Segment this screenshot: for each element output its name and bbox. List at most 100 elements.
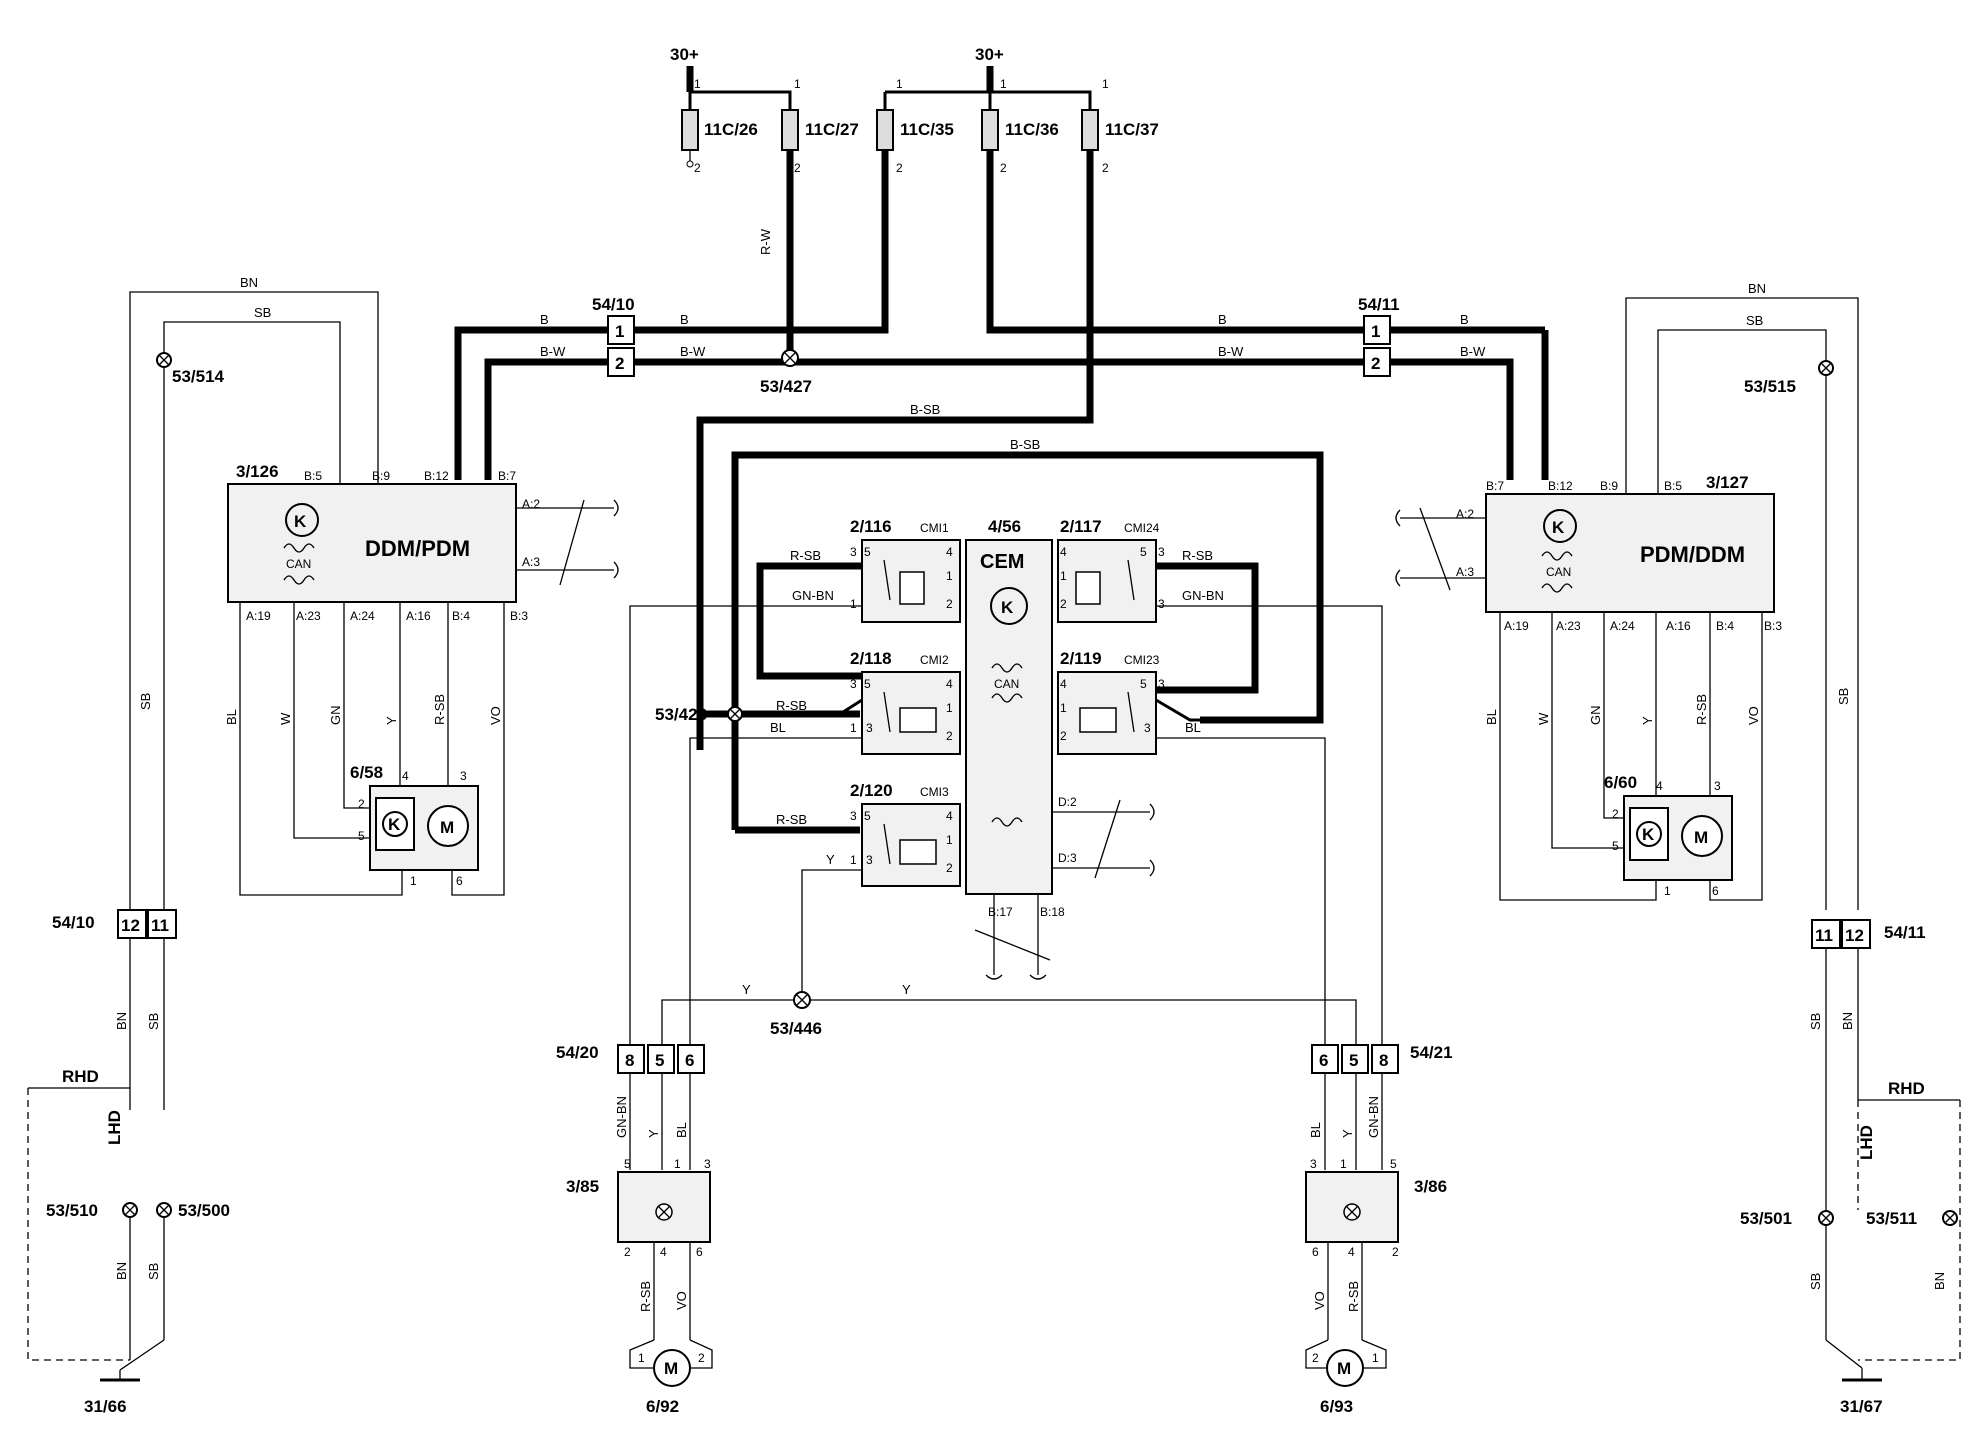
motor-6-60-label: 6/60 <box>1604 773 1637 792</box>
svg-text:2: 2 <box>946 597 953 611</box>
svg-text:B: B <box>680 312 689 327</box>
fuse-11c26: 11C/26 1 2 <box>681 77 758 175</box>
relay-2-119: 2/119 CMI23 4 5 1 2 3 3 <box>1057 649 1165 755</box>
fuse-label-11c36: 11C/36 <box>1005 120 1059 139</box>
svg-text:K: K <box>1001 598 1014 617</box>
fuse-11c36: 11C/36 1 2 <box>981 77 1059 175</box>
svg-text:BN: BN <box>240 275 258 290</box>
svg-text:3/85: 3/85 <box>566 1177 599 1196</box>
motor-6-58-label: 6/58 <box>350 763 383 782</box>
connector-54-11-label: 54/11 <box>1358 295 1400 314</box>
module-pdm-name: PDM/DDM <box>1640 542 1745 567</box>
svg-text:3: 3 <box>704 1157 711 1171</box>
svg-text:2: 2 <box>946 729 953 743</box>
svg-text:BN: BN <box>114 1262 129 1280</box>
svg-text:5: 5 <box>1349 1051 1358 1070</box>
svg-text:B-W: B-W <box>680 344 706 359</box>
relay-2-120: 2/120 CMI3 5 4 1 2 3 1 3 <box>850 781 961 887</box>
relay-2-117: 2/117 CMI24 4 5 1 2 3 3 <box>1057 517 1165 623</box>
splice-53-446: 53/446 <box>770 991 822 1038</box>
svg-text:RHD: RHD <box>62 1067 99 1086</box>
power-label-left: 30+ <box>670 45 699 64</box>
svg-text:5: 5 <box>864 809 871 823</box>
svg-text:3: 3 <box>866 853 873 867</box>
ddm-can-ties <box>516 499 619 586</box>
svg-text:BN: BN <box>1748 281 1766 296</box>
svg-text:R-SB: R-SB <box>790 548 821 563</box>
svg-text:1: 1 <box>896 77 903 91</box>
svg-text:BL: BL <box>770 720 786 735</box>
svg-text:GN-BN: GN-BN <box>1182 588 1224 603</box>
svg-text:53/510: 53/510 <box>46 1201 98 1220</box>
switch-3-85: 3/85 5 1 3 2 4 6 R-SB VO <box>566 1157 711 1340</box>
svg-text:BN: BN <box>114 1012 129 1030</box>
motor-6-60: 6/60 K M 2 5 4 3 1 6 <box>1604 773 1733 898</box>
svg-text:2: 2 <box>1612 807 1619 821</box>
svg-text:CMI2: CMI2 <box>920 653 949 667</box>
svg-text:8: 8 <box>1379 1051 1388 1070</box>
svg-text:4: 4 <box>946 677 953 691</box>
svg-text:5: 5 <box>1140 677 1147 691</box>
svg-text:CMI24: CMI24 <box>1124 521 1160 535</box>
svg-text:A:16: A:16 <box>1666 619 1691 633</box>
svg-text:B-SB: B-SB <box>1010 437 1040 452</box>
svg-text:B-W: B-W <box>1218 344 1244 359</box>
svg-text:GN-BN: GN-BN <box>1366 1096 1381 1138</box>
svg-text:2/119: 2/119 <box>1060 649 1102 668</box>
svg-text:BL: BL <box>674 1122 689 1138</box>
svg-text:5: 5 <box>624 1157 631 1171</box>
svg-text:A:2: A:2 <box>1456 507 1474 521</box>
svg-text:4: 4 <box>946 545 953 559</box>
svg-text:1: 1 <box>794 77 801 91</box>
fuse-label-11c35: 11C/35 <box>900 120 954 139</box>
svg-text:A:19: A:19 <box>1504 619 1529 633</box>
svg-text:A:19: A:19 <box>246 609 271 623</box>
svg-text:3: 3 <box>1144 721 1151 735</box>
svg-text:2: 2 <box>358 797 365 811</box>
svg-text:1: 1 <box>694 77 701 91</box>
left-feed-wires: BN SB SB <box>129 275 379 910</box>
svg-text:A:23: A:23 <box>296 609 321 623</box>
svg-text:1: 1 <box>850 721 857 735</box>
splice-53-446-label: 53/446 <box>770 1019 822 1038</box>
svg-text:2: 2 <box>1371 354 1380 373</box>
svg-text:B:7: B:7 <box>498 469 516 483</box>
power-label-right: 30+ <box>975 45 1004 64</box>
connector-54-21: 6 5 8 54/21 BL Y GN-BN <box>1308 1043 1453 1170</box>
svg-text:2: 2 <box>1000 161 1007 175</box>
connector-54-20: 54/20 8 5 6 GN-BN Y BL <box>556 1043 705 1170</box>
svg-text:1: 1 <box>1060 569 1067 583</box>
svg-text:6/93: 6/93 <box>1320 1397 1353 1416</box>
connector-54-11-lower: 11 12 54/11 SB BN <box>1808 919 1926 1210</box>
svg-text:1: 1 <box>674 1157 681 1171</box>
svg-text:1: 1 <box>1372 1351 1379 1365</box>
svg-text:Y: Y <box>384 716 399 725</box>
svg-text:5: 5 <box>1390 1157 1397 1171</box>
svg-text:Y: Y <box>742 982 751 997</box>
splice-53-514-label: 53/514 <box>172 367 225 386</box>
svg-text:5: 5 <box>1612 839 1619 853</box>
svg-text:BN: BN <box>1932 1272 1947 1290</box>
svg-text:2: 2 <box>794 161 801 175</box>
svg-text:6: 6 <box>696 1245 703 1259</box>
svg-text:2/120: 2/120 <box>850 781 893 800</box>
svg-text:BL: BL <box>1308 1122 1323 1138</box>
svg-text:CMI3: CMI3 <box>920 785 949 799</box>
svg-text:CAN: CAN <box>286 557 311 571</box>
svg-text:2: 2 <box>1060 597 1067 611</box>
svg-text:5: 5 <box>358 829 365 843</box>
svg-text:5: 5 <box>864 545 871 559</box>
svg-text:1: 1 <box>638 1351 645 1365</box>
svg-text:54/21: 54/21 <box>1410 1043 1453 1062</box>
svg-text:B:4: B:4 <box>1716 619 1734 633</box>
svg-text:R-SB: R-SB <box>432 694 447 725</box>
svg-text:2: 2 <box>946 861 953 875</box>
motor-symbol: M <box>440 818 454 837</box>
svg-text:1: 1 <box>946 833 953 847</box>
svg-text:R-W: R-W <box>758 228 773 255</box>
svg-text:4: 4 <box>402 769 409 783</box>
svg-text:6: 6 <box>1319 1051 1328 1070</box>
svg-text:2/117: 2/117 <box>1060 517 1102 536</box>
module-3-127-id: 3/127 <box>1706 473 1749 492</box>
